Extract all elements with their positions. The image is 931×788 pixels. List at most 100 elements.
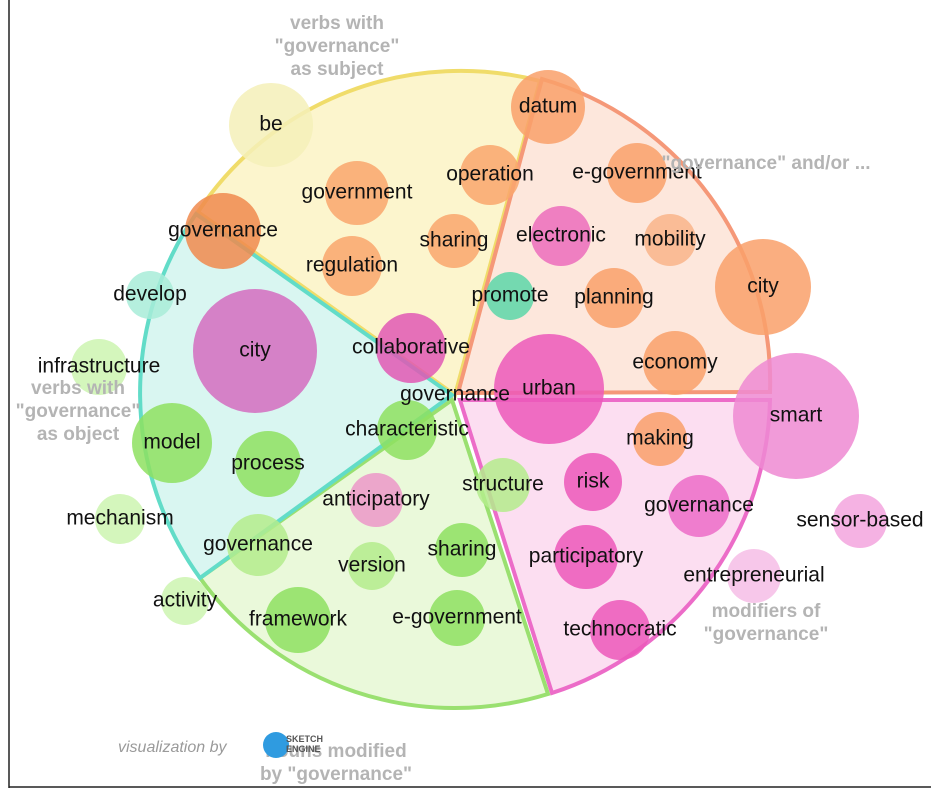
word-bubble[interactable] <box>348 542 396 590</box>
word-label[interactable]: participatory <box>529 545 644 568</box>
sector-5-title-line: "governance" <box>16 401 141 422</box>
word-label[interactable]: infrastructure <box>38 355 161 378</box>
logo-text-line2: ENGINE <box>286 744 321 754</box>
word-bubble[interactable] <box>668 475 730 537</box>
word-label[interactable]: e-government <box>572 161 702 184</box>
word-bubble[interactable] <box>132 403 212 483</box>
word-bubble[interactable] <box>95 494 145 544</box>
word-bubble[interactable] <box>435 523 489 577</box>
word-bubble[interactable] <box>161 577 209 625</box>
word-label[interactable]: mechanism <box>66 507 173 530</box>
word-bubble[interactable] <box>590 600 650 660</box>
words-layer: be government operation governance sharing re… <box>38 95 924 641</box>
word-bubble[interactable] <box>235 431 301 497</box>
sector-1-title-line: verbs with <box>290 13 384 34</box>
sketch-engine-logo[interactable]: SKETCH ENGINE <box>263 732 323 758</box>
word-bubble[interactable] <box>486 272 534 320</box>
word-label[interactable]: governance <box>644 494 754 517</box>
word-label[interactable]: e-government <box>392 606 522 629</box>
word-label[interactable]: develop <box>113 283 187 306</box>
sector-2 <box>455 76 773 396</box>
word-label[interactable]: governance <box>203 533 313 556</box>
word-label[interactable]: activity <box>153 589 218 612</box>
word-label[interactable]: characteristic <box>345 418 469 441</box>
visualization-credit: visualization by <box>118 739 228 756</box>
sector-titles-layer: verbs with"governance"as subject"governa… <box>16 13 871 785</box>
word-label[interactable]: city <box>747 275 779 298</box>
word-label[interactable]: sharing <box>428 538 497 561</box>
word-label[interactable]: sensor-based <box>796 509 923 532</box>
sketch-engine-logo-icon <box>263 732 289 758</box>
word-bubble[interactable] <box>460 145 520 205</box>
sector-4-title-line: nouns modified <box>265 741 406 762</box>
word-bubble[interactable] <box>227 514 289 576</box>
sector-3-title-line: modifiers of <box>712 601 821 622</box>
word-label[interactable]: smart <box>770 404 823 427</box>
word-label[interactable]: governance <box>168 219 278 242</box>
word-bubble[interactable] <box>643 331 707 395</box>
sector-1-title-line: "governance" <box>275 36 400 57</box>
word-bubble[interactable] <box>531 206 591 266</box>
word-bubble[interactable] <box>584 268 644 328</box>
logo-text-line1: SKETCH <box>286 734 323 744</box>
word-label[interactable]: framework <box>249 608 348 631</box>
word-label[interactable]: technocratic <box>563 618 676 641</box>
word-label[interactable]: be <box>259 113 282 136</box>
word-bubble[interactable] <box>715 239 811 335</box>
word-label[interactable]: promote <box>471 284 548 307</box>
word-label[interactable]: planning <box>574 286 653 309</box>
word-bubble[interactable] <box>554 525 618 589</box>
word-label[interactable]: operation <box>446 163 534 186</box>
sector-5-title-line: as object <box>37 424 120 445</box>
sector-5-title-line: verbs with <box>31 378 125 399</box>
word-label[interactable]: sharing <box>420 229 489 252</box>
bubbles-layer <box>71 70 887 660</box>
word-label[interactable]: process <box>231 452 305 475</box>
word-label[interactable]: mobility <box>634 228 706 251</box>
word-bubble[interactable] <box>564 453 622 511</box>
word-bubble[interactable] <box>185 193 261 269</box>
word-label[interactable]: structure <box>462 473 544 496</box>
word-label[interactable]: economy <box>632 351 718 374</box>
word-bubble[interactable] <box>229 83 313 167</box>
center-keyword: governance <box>400 383 510 406</box>
word-bubble[interactable] <box>511 70 585 144</box>
word-bubble[interactable] <box>607 143 667 203</box>
word-label[interactable]: model <box>143 431 200 454</box>
word-label[interactable]: making <box>626 427 694 450</box>
word-bubble[interactable] <box>733 353 859 479</box>
word-bubble[interactable] <box>377 400 437 460</box>
word-bubble[interactable] <box>376 313 446 383</box>
word-bubble[interactable] <box>644 214 696 266</box>
word-label[interactable]: entrepreneurial <box>683 564 824 587</box>
word-bubble[interactable] <box>126 271 174 319</box>
word-label[interactable]: electronic <box>516 224 606 247</box>
word-label[interactable]: version <box>338 554 406 577</box>
word-bubble[interactable] <box>476 458 530 512</box>
word-bubble[interactable] <box>193 289 317 413</box>
word-label[interactable]: regulation <box>306 254 398 277</box>
sector-1-title-line: as subject <box>291 59 385 80</box>
word-label[interactable]: urban <box>522 377 576 400</box>
sector-4-title-line: by "governance" <box>260 764 412 785</box>
word-label[interactable]: datum <box>519 95 577 118</box>
word-bubble[interactable] <box>494 334 604 444</box>
word-bubble[interactable] <box>265 587 331 653</box>
sector-3-title-line: "governance" <box>704 624 829 645</box>
word-label[interactable]: city <box>239 339 271 362</box>
word-bubble[interactable] <box>322 236 382 296</box>
word-bubble[interactable] <box>71 339 127 395</box>
word-label[interactable]: collaborative <box>352 336 470 359</box>
word-label[interactable]: risk <box>577 470 610 493</box>
word-bubble[interactable] <box>427 214 481 268</box>
word-bubble[interactable] <box>727 549 781 603</box>
word-bubble[interactable] <box>833 494 887 548</box>
word-bubble[interactable] <box>429 590 485 646</box>
sector-2-title-line: "governance" and/or ... <box>661 153 870 174</box>
word-bubble[interactable] <box>349 473 403 527</box>
word-label[interactable]: government <box>302 181 413 204</box>
word-label[interactable]: anticipatory <box>322 488 430 511</box>
word-bubble[interactable] <box>633 412 687 466</box>
word-bubble[interactable] <box>325 161 389 225</box>
